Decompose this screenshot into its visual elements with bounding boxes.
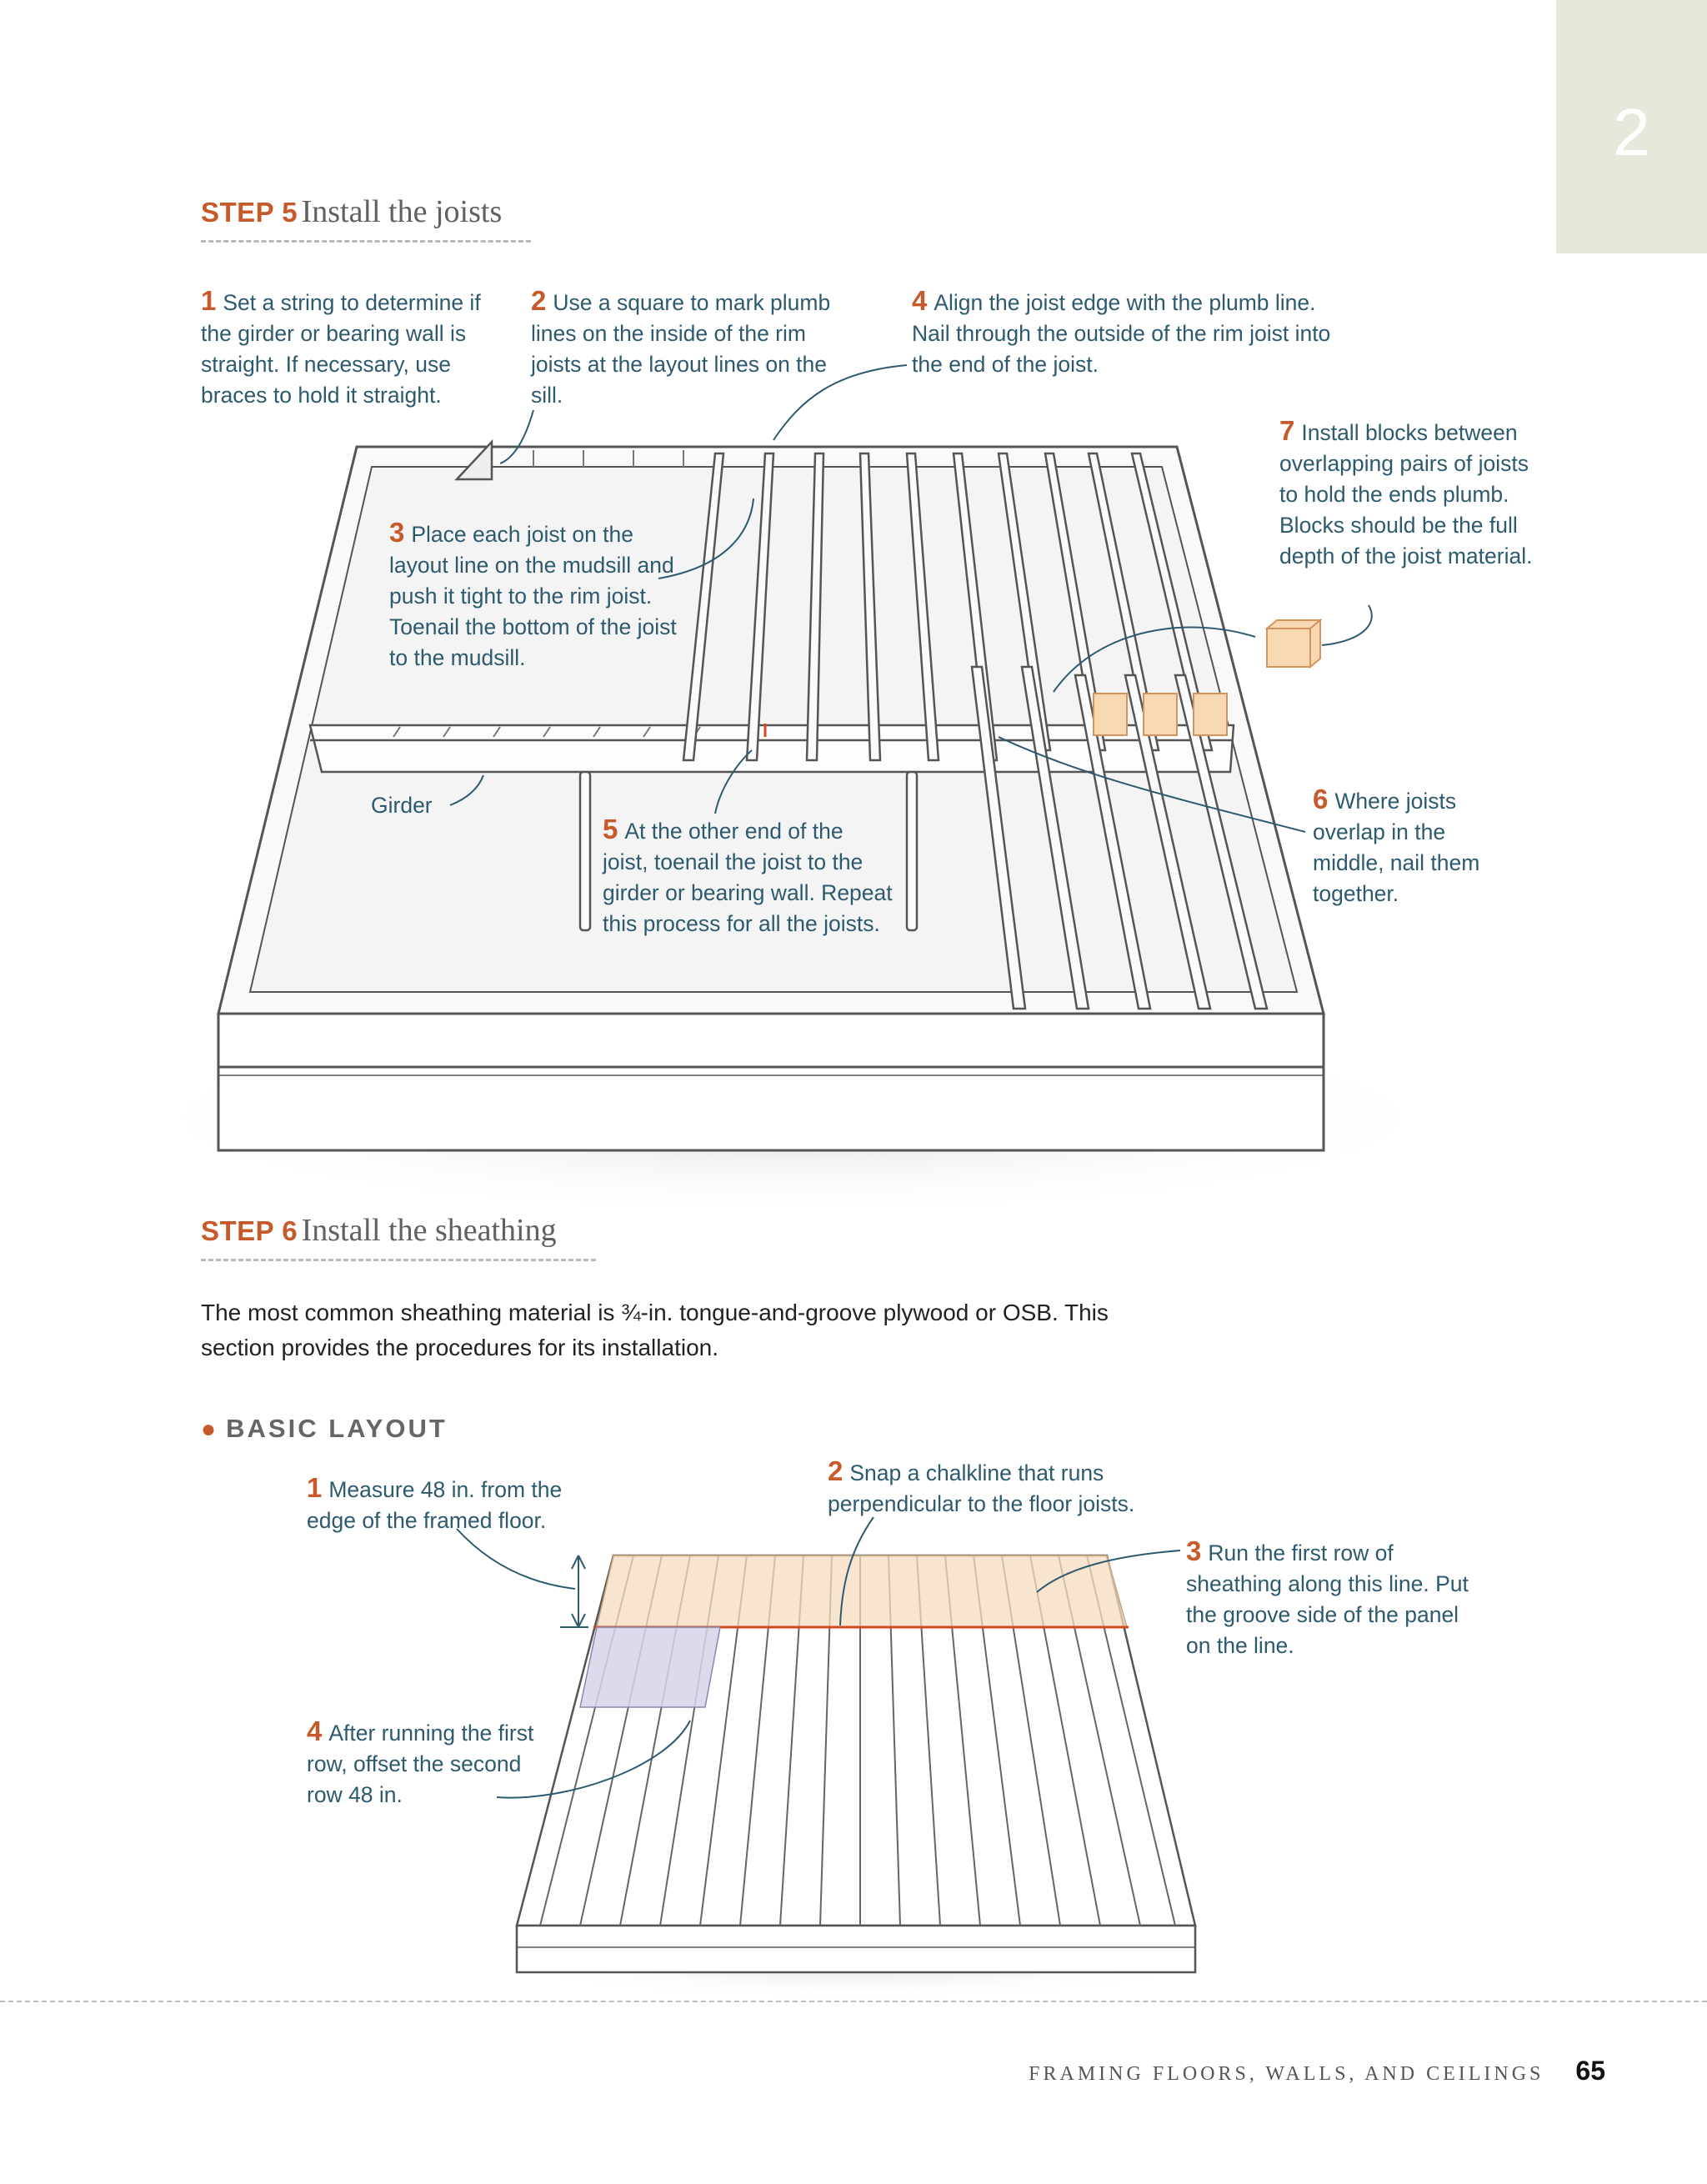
footer-rule (0, 2001, 1707, 2002)
step5-heading: STEP 5 Install the joists (201, 193, 502, 230)
offset-panel (579, 1626, 721, 1708)
page-number: 65 (1575, 2056, 1605, 2086)
chapter-tab: 2 (1556, 0, 1707, 253)
step6-title: Install the sheathing (301, 1213, 557, 1248)
step5-label: STEP 5 (201, 197, 298, 228)
girder (308, 724, 1235, 932)
square-tool (454, 438, 493, 481)
sheathing-leaders (456, 1516, 1181, 1799)
page-footer: FRAMING FLOORS, WALLS, AND CEILINGS 65 (917, 2056, 1605, 2086)
step5-title: Install the joists (301, 194, 503, 229)
step6-label: STEP 6 (201, 1215, 298, 1246)
chapter-title: FRAMING FLOORS, WALLS, AND CEILINGS (1029, 2063, 1544, 2085)
leader-lines (449, 364, 1373, 833)
step6-intro: The most common sheathing material is ¾-… (201, 1300, 1109, 1360)
joists-upper (682, 452, 1214, 762)
blocks (1093, 618, 1323, 736)
step6-heading-rule (201, 1259, 596, 1261)
bullet-icon: ● (201, 1415, 217, 1443)
joists-lower (970, 665, 1269, 1010)
girder-label: Girder (371, 793, 433, 818)
dimension-marker (560, 1555, 588, 1628)
step6-heading: STEP 6 Install the sheathing (201, 1212, 557, 1249)
first-row-sheathing (596, 1555, 1128, 1628)
basic-layout-heading: ●BASIC LAYOUT (201, 1414, 448, 1443)
step5-heading-rule (201, 240, 531, 243)
